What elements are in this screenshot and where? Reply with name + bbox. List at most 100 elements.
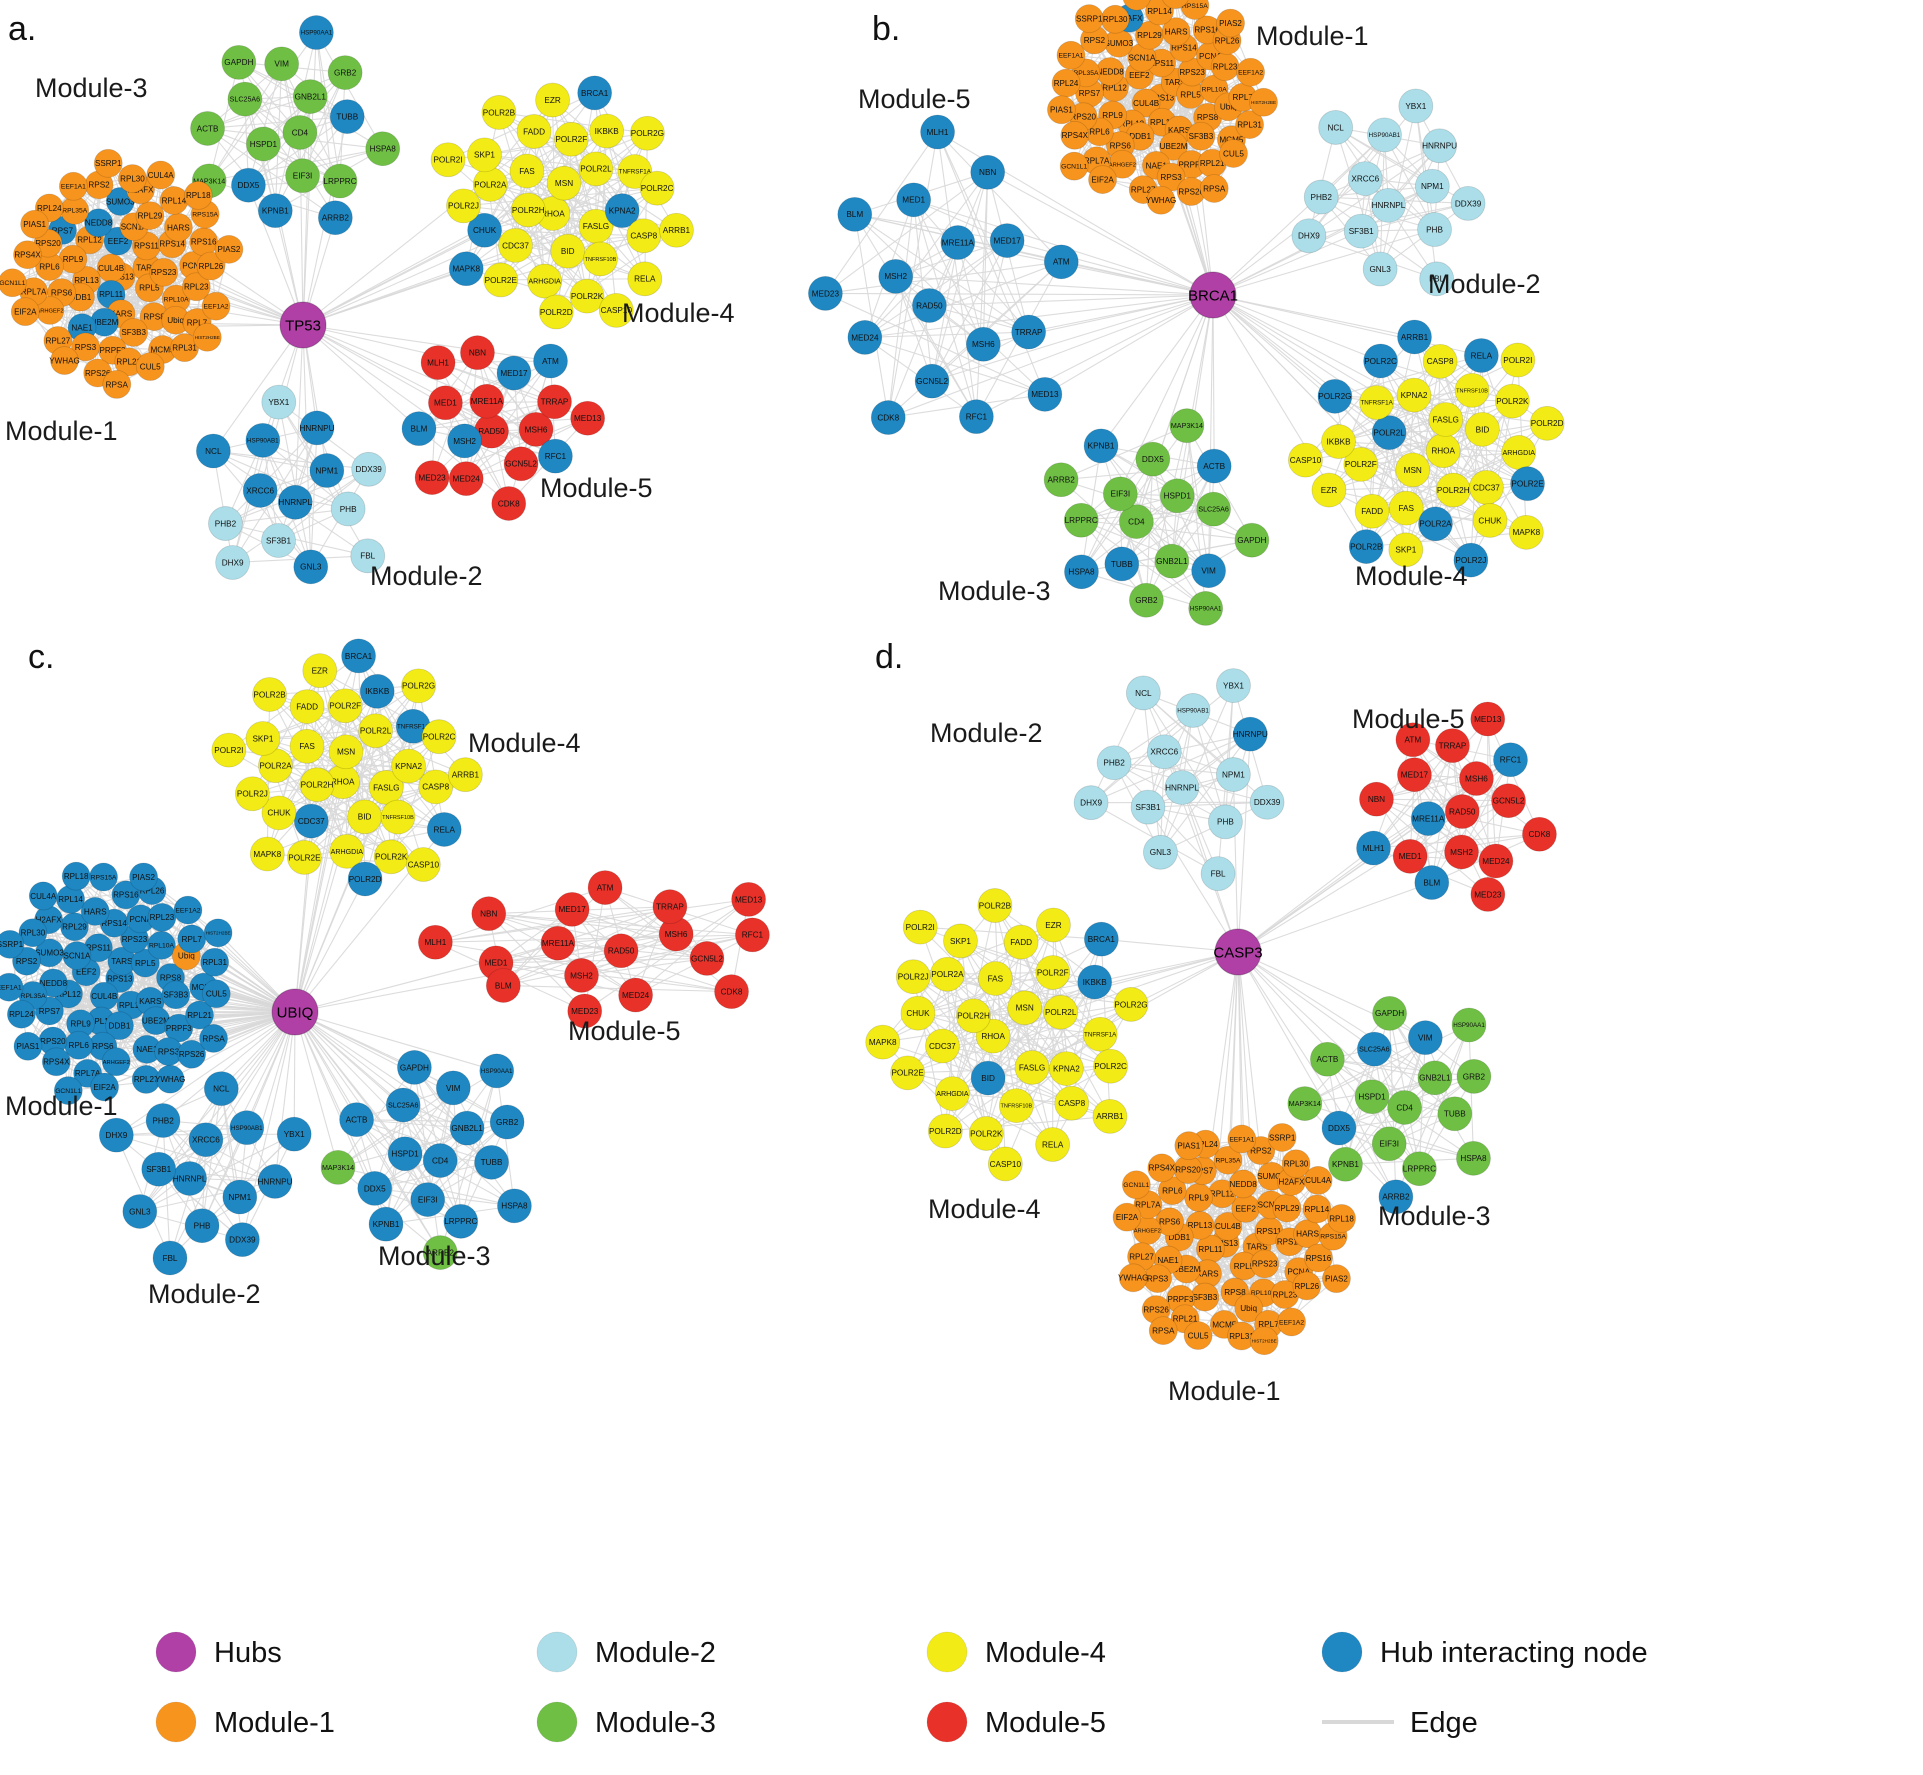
- network-node[interactable]: HNRNPU: [1422, 128, 1457, 164]
- network-node[interactable]: MED13: [1470, 701, 1506, 737]
- network-node[interactable]: SSRP1: [0, 929, 25, 959]
- network-node[interactable]: GAPDH: [1234, 522, 1270, 558]
- network-node[interactable]: PIAS2: [129, 862, 158, 892]
- network-node[interactable]: SF3B3: [1190, 1282, 1220, 1312]
- network-node[interactable]: FASLG: [368, 769, 404, 805]
- network-node[interactable]: MRE11A: [1410, 801, 1446, 836]
- network-node[interactable]: HARS: [163, 213, 193, 242]
- network-node[interactable]: EEF1A1: [0, 972, 24, 1002]
- network-node[interactable]: CDC37: [1469, 469, 1504, 505]
- network-node[interactable]: RPL18: [1327, 1204, 1356, 1233]
- network-node[interactable]: FADD: [289, 689, 325, 724]
- network-node[interactable]: POLR2H: [956, 998, 991, 1034]
- network-node[interactable]: EEF1A2: [201, 291, 231, 321]
- network-node[interactable]: ATM: [533, 343, 568, 379]
- network-node[interactable]: CASP10: [405, 847, 441, 882]
- network-node[interactable]: MED23: [807, 276, 843, 311]
- network-node[interactable]: FBL: [1200, 856, 1236, 892]
- network-node[interactable]: POLR2J: [446, 188, 481, 224]
- network-node[interactable]: TRRAP: [1435, 728, 1470, 764]
- network-node[interactable]: MAPK8: [865, 1024, 901, 1060]
- network-node[interactable]: DDX5: [1321, 1110, 1357, 1146]
- network-node[interactable]: ACTB: [1196, 448, 1232, 484]
- network-node[interactable]: POLR2H: [510, 192, 546, 228]
- network-node[interactable]: SF3B1: [1130, 789, 1166, 825]
- network-node[interactable]: GRB2: [1456, 1059, 1492, 1094]
- network-node[interactable]: UBE2M: [90, 307, 119, 337]
- network-node[interactable]: DDX39: [224, 1222, 260, 1258]
- network-node[interactable]: CHUK: [1472, 503, 1508, 538]
- network-node[interactable]: BLM: [837, 196, 873, 232]
- network-node[interactable]: POLR2E: [890, 1055, 926, 1091]
- network-node[interactable]: HSP90AB1: [245, 422, 281, 458]
- network-node[interactable]: POLR2J: [234, 776, 270, 812]
- network-node[interactable]: GCN1L1: [1059, 151, 1089, 181]
- network-node[interactable]: POLR2B: [481, 95, 517, 130]
- network-node[interactable]: RPSA: [199, 1024, 228, 1053]
- network-node[interactable]: MLH1: [1356, 830, 1391, 866]
- network-node[interactable]: SF3B1: [1343, 213, 1379, 249]
- network-node[interactable]: DHX9: [98, 1117, 134, 1153]
- network-node[interactable]: CUL4B: [1131, 88, 1161, 118]
- network-node[interactable]: CUL5: [1183, 1321, 1213, 1350]
- network-node[interactable]: POLR2L: [1371, 415, 1407, 451]
- network-node[interactable]: HSP90AB1: [229, 1110, 265, 1146]
- network-node[interactable]: RPS4X: [1060, 120, 1090, 150]
- network-node[interactable]: HSPD1: [1159, 478, 1195, 514]
- network-node[interactable]: POLR2G: [401, 668, 436, 704]
- network-node[interactable]: HNRNPU: [299, 410, 335, 446]
- network-node[interactable]: POLR2J: [1453, 542, 1489, 578]
- network-node[interactable]: HARS: [1293, 1219, 1322, 1249]
- network-node[interactable]: DDB1: [105, 1011, 134, 1041]
- network-node[interactable]: LRPPRC: [443, 1203, 479, 1239]
- hub-node[interactable]: TP53: [279, 301, 327, 349]
- network-node[interactable]: TNFRSF1A: [1359, 385, 1395, 420]
- network-node[interactable]: RPSA: [1148, 1316, 1178, 1346]
- network-node[interactable]: MAP3K14: [320, 1150, 356, 1185]
- network-node[interactable]: RPL26: [1292, 1271, 1322, 1301]
- network-node[interactable]: KPNA2: [1396, 377, 1432, 413]
- network-node[interactable]: EEF1A2: [1277, 1307, 1306, 1337]
- network-node[interactable]: NCL: [1125, 675, 1161, 711]
- network-node[interactable]: MED23: [1470, 876, 1506, 912]
- network-node[interactable]: MAP3K14: [1287, 1086, 1323, 1121]
- network-node[interactable]: GNB2L1: [1154, 543, 1190, 579]
- network-node[interactable]: VIM: [1191, 553, 1227, 589]
- network-node[interactable]: BRCA1: [577, 75, 613, 111]
- network-node[interactable]: CASP8: [1422, 343, 1458, 379]
- network-node[interactable]: POLR2L: [358, 713, 393, 749]
- network-node[interactable]: MSH2: [564, 958, 599, 993]
- network-node[interactable]: RPL30: [118, 164, 147, 193]
- network-node[interactable]: BRCA1: [341, 638, 376, 674]
- network-node[interactable]: POLR2L: [1043, 994, 1079, 1030]
- network-node[interactable]: MED13: [1027, 376, 1063, 412]
- network-node[interactable]: HSPD1: [1354, 1079, 1390, 1115]
- network-node[interactable]: POLR2D: [1529, 405, 1565, 441]
- network-node[interactable]: ARRB1: [659, 212, 694, 248]
- network-node[interactable]: RPL24: [1051, 68, 1081, 98]
- network-node[interactable]: RPS2: [12, 946, 41, 976]
- network-node[interactable]: MED17: [989, 223, 1025, 258]
- network-node[interactable]: RPL14: [159, 186, 189, 215]
- network-node[interactable]: YWHAG: [1118, 1263, 1148, 1293]
- network-node[interactable]: PHB: [330, 491, 366, 527]
- network-node[interactable]: EEF2: [1231, 1194, 1261, 1223]
- network-node[interactable]: ACTB: [1309, 1041, 1345, 1077]
- network-node[interactable]: POLR2B: [252, 677, 287, 712]
- network-node[interactable]: CD4: [1387, 1090, 1422, 1125]
- network-node[interactable]: RAD50: [1444, 794, 1480, 829]
- network-node[interactable]: GCN5L2: [1491, 783, 1526, 819]
- network-node[interactable]: NCL: [195, 433, 231, 469]
- network-node[interactable]: HSPA8: [497, 1188, 532, 1224]
- network-node[interactable]: RPL30: [1281, 1149, 1311, 1179]
- network-node[interactable]: NBN: [460, 335, 495, 371]
- network-node[interactable]: MLH1: [920, 114, 955, 150]
- network-node[interactable]: CDK8: [714, 974, 749, 1010]
- network-node[interactable]: CUL5: [201, 979, 231, 1009]
- network-node[interactable]: MAPK8: [448, 251, 484, 287]
- network-node[interactable]: TUBB: [1437, 1096, 1473, 1132]
- network-node[interactable]: GCN5L2: [689, 941, 725, 976]
- network-node[interactable]: PIAS2: [1216, 8, 1245, 38]
- network-node[interactable]: HSPA8: [1064, 554, 1099, 590]
- network-node[interactable]: MAP3K14: [1169, 408, 1205, 444]
